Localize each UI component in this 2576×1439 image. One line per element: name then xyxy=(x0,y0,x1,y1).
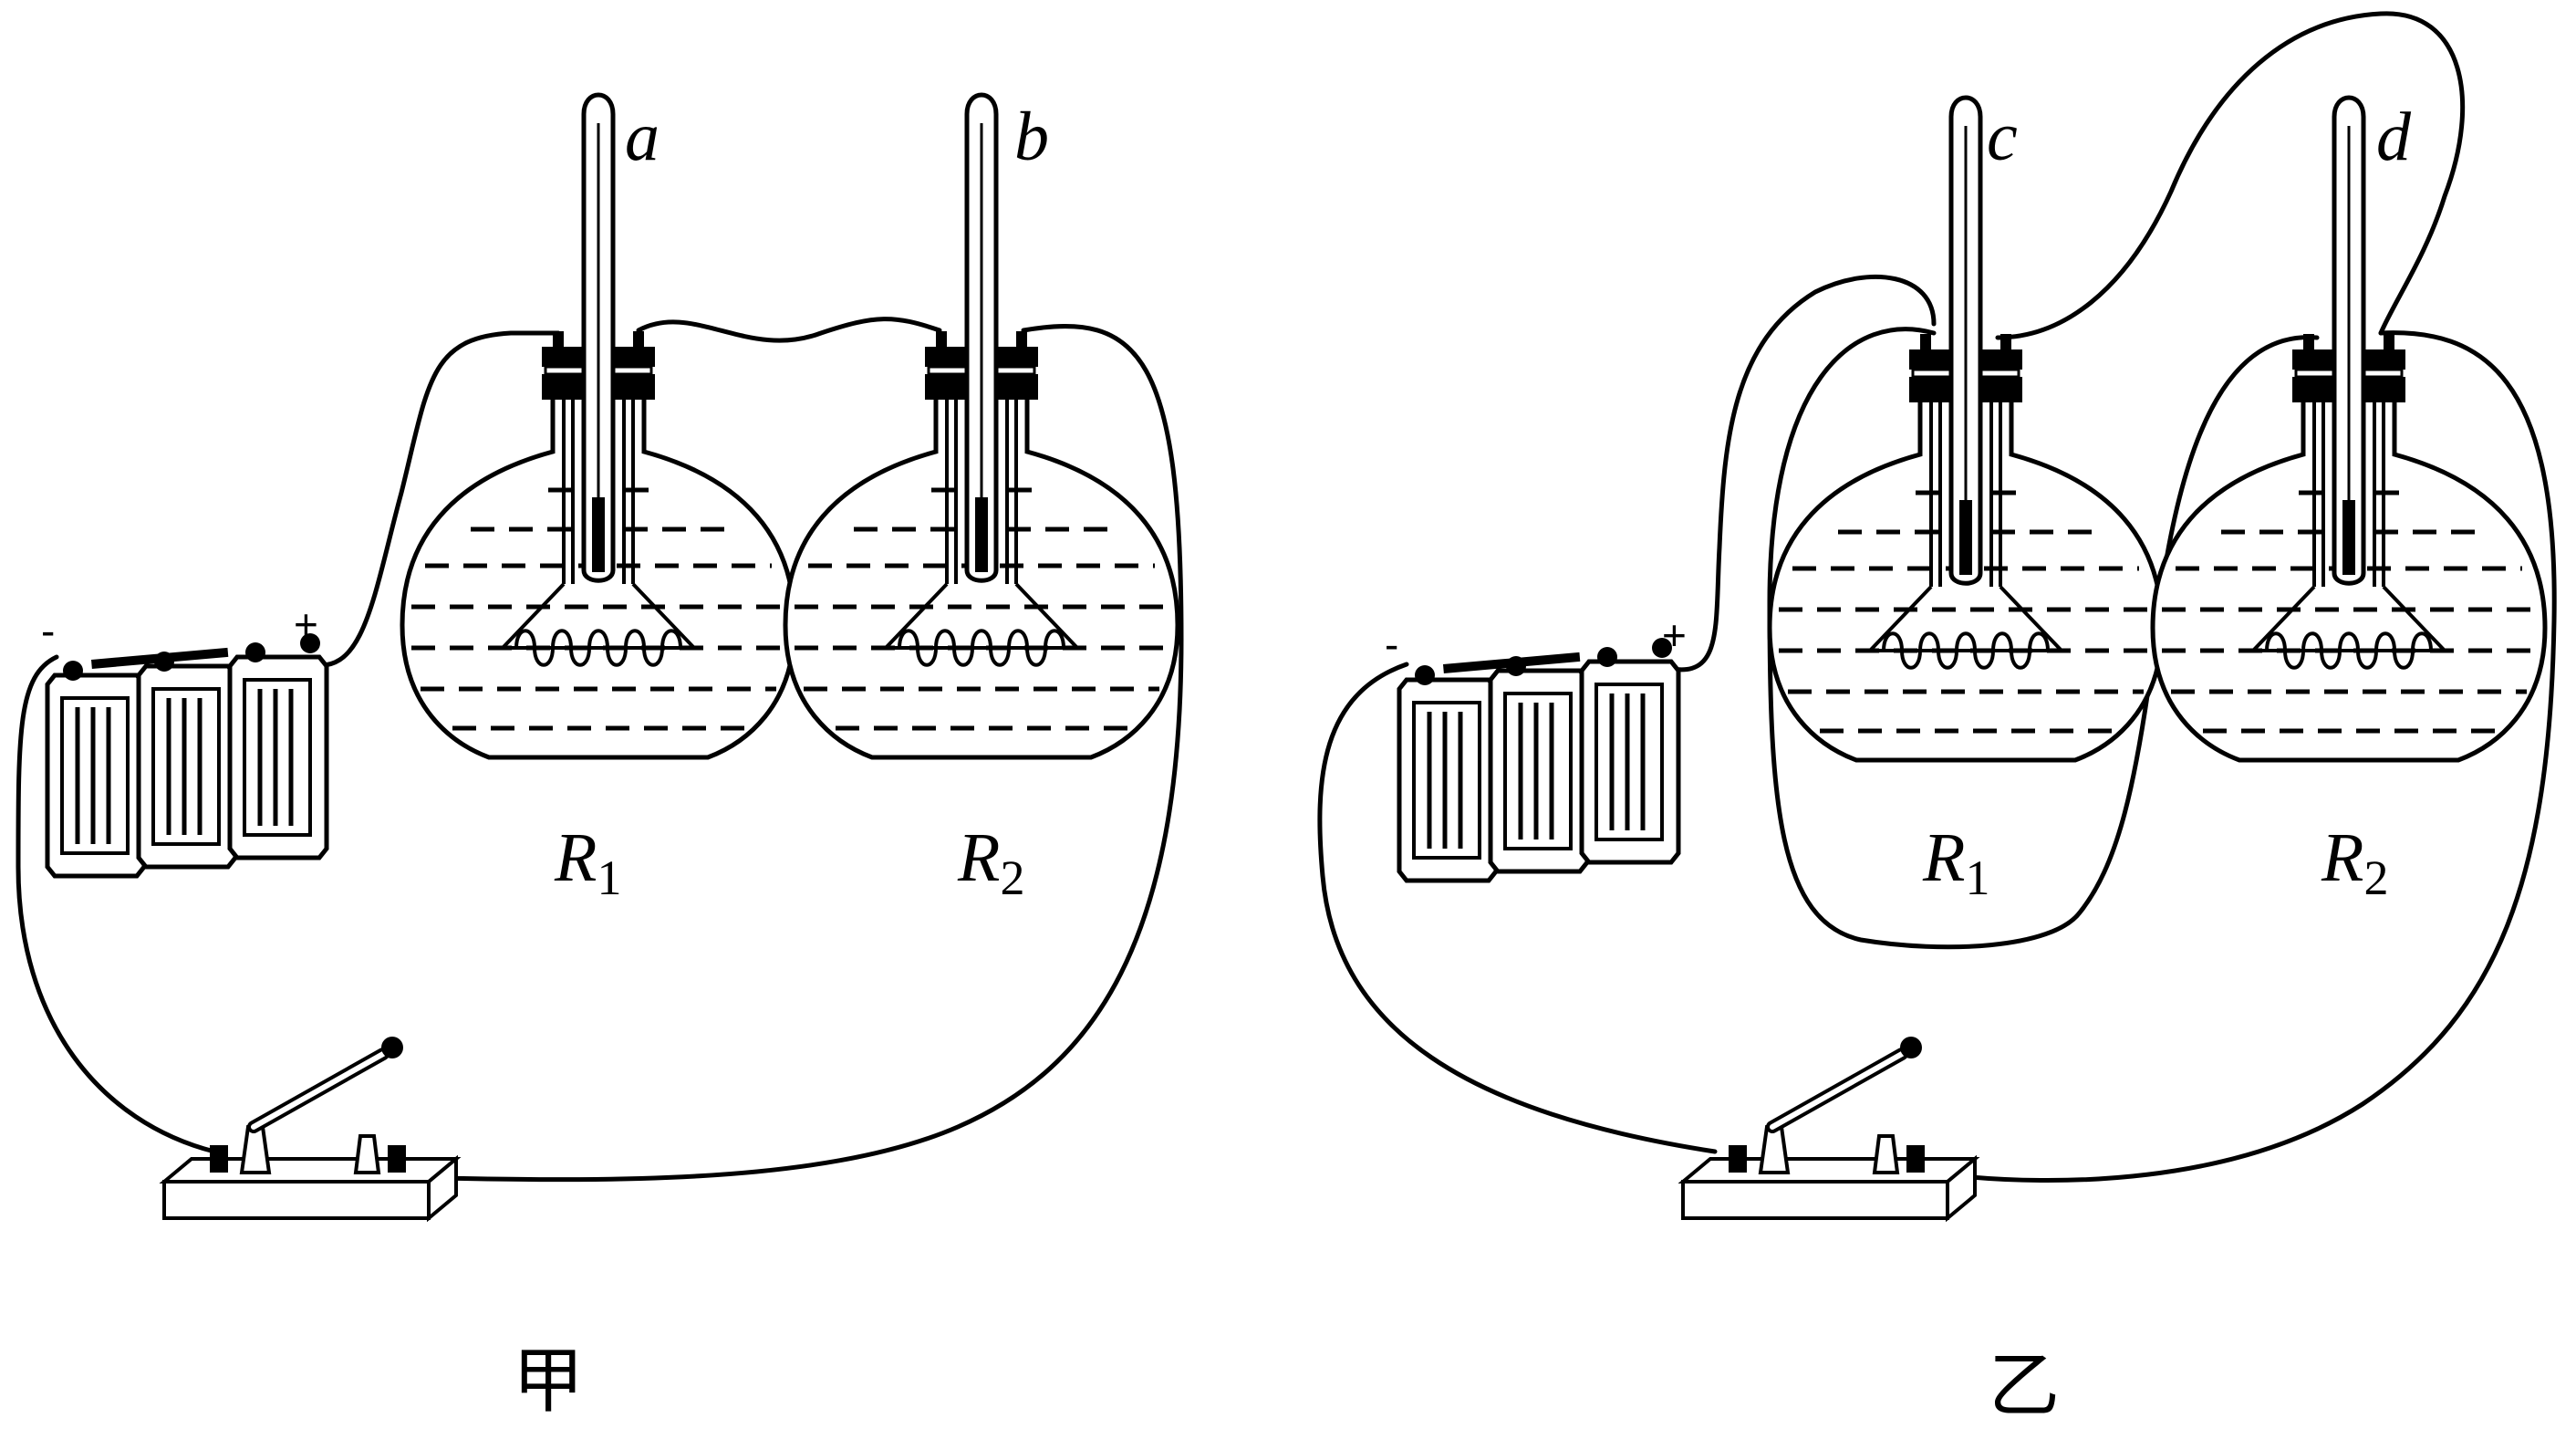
flask-icon xyxy=(785,95,1178,757)
knife-switch-icon xyxy=(164,1037,456,1218)
flask-icon xyxy=(2153,98,2545,760)
wire xyxy=(1317,662,1718,1154)
flask-icon xyxy=(1770,98,2162,760)
battery-minus-label: - xyxy=(1385,620,1398,668)
wire xyxy=(16,654,217,1154)
battery-pack-icon xyxy=(1399,638,1678,881)
battery-plus-label: + xyxy=(294,600,318,648)
diagram-parallel: - + c R1 d R2 乙 xyxy=(1317,11,2557,1427)
diagram-series: - + a R1 b R2 甲 xyxy=(16,95,1184,1423)
battery-plus-label: + xyxy=(1662,611,1687,659)
wire xyxy=(394,323,1184,1183)
battery-pack-icon xyxy=(47,633,327,876)
diagram-caption: 甲 xyxy=(513,1340,584,1423)
thermometer-label: d xyxy=(2376,99,2412,175)
wire xyxy=(636,317,942,343)
battery-minus-label: - xyxy=(41,607,55,654)
knife-switch-icon xyxy=(1683,1037,1975,1218)
wire xyxy=(1995,11,2466,340)
thermometer-label: a xyxy=(625,99,660,175)
wire xyxy=(1767,327,2320,950)
resistor-label: R2 xyxy=(2321,819,2388,905)
thermometer-label: c xyxy=(1987,99,2018,175)
resistor-label: R1 xyxy=(1922,819,1989,905)
wire xyxy=(1657,274,1937,673)
resistor-label: R2 xyxy=(957,819,1024,905)
flask-icon xyxy=(402,95,795,757)
resistor-label: R1 xyxy=(554,819,621,905)
thermometer-label: b xyxy=(1014,99,1049,175)
wire xyxy=(1949,330,2557,1184)
wire xyxy=(309,330,561,668)
diagram-caption: 乙 xyxy=(1989,1345,2060,1427)
